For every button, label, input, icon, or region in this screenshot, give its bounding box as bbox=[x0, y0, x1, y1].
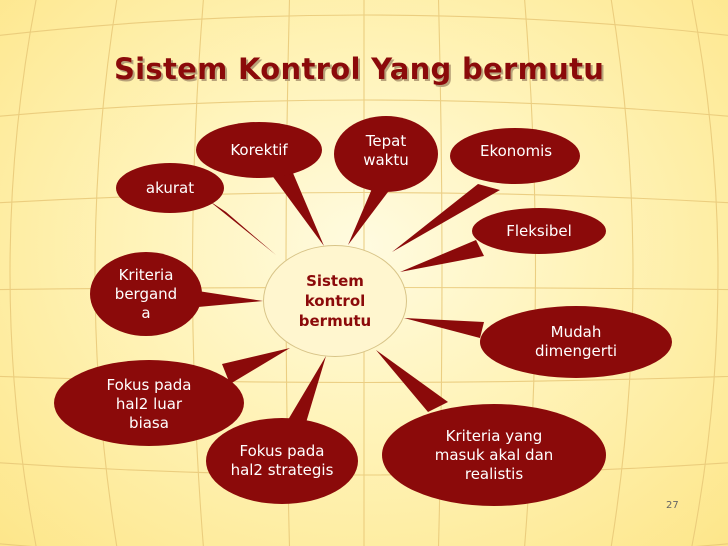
bubble-korektif: Korektif bbox=[196, 122, 322, 178]
callout-fokus-strategis bbox=[282, 356, 326, 436]
bubble-fleksibel: Fleksibel bbox=[472, 208, 606, 254]
bubble-label: Fleksibel bbox=[506, 221, 572, 240]
bubble-tepat-waktu: Tepat waktu bbox=[334, 116, 438, 192]
callout-kriteria-berganda bbox=[198, 291, 263, 307]
callout-kriteria-masuk-akal bbox=[376, 350, 448, 412]
bubble-fokus-strategis: Fokus pada hal2 strategis bbox=[206, 418, 358, 504]
page-number: 27 bbox=[666, 500, 679, 511]
bubble-label: Kriteria berganda bbox=[114, 265, 178, 322]
callout-fokus-luar-biasa bbox=[222, 348, 290, 384]
callout-akurat bbox=[208, 200, 276, 255]
callout-korektif bbox=[268, 166, 324, 246]
bubble-mudah-dimengerti: Mudah dimengerti bbox=[480, 306, 672, 378]
bubble-label: akurat bbox=[145, 178, 195, 197]
bubble-kriteria-masuk-akal: Kriteria yang masuk akal dan realistis bbox=[382, 404, 606, 506]
bubble-label: Fokus pada hal2 strategis bbox=[230, 442, 334, 479]
bubble-label: Kriteria yang masuk akal dan realistis bbox=[434, 426, 554, 483]
bubble-label: Ekonomis bbox=[480, 142, 553, 160]
bubble-akurat: akurat bbox=[116, 163, 224, 213]
bubble-label: Korektif bbox=[230, 140, 288, 159]
bubble-ekonomis: Ekonomis bbox=[450, 128, 580, 184]
bubble-fokus-luar-biasa: Fokus pada hal2 luar biasa bbox=[54, 360, 244, 446]
bubble-label: Fokus pada hal2 luar biasa bbox=[106, 376, 192, 432]
callout-tepat-waktu bbox=[348, 184, 394, 245]
slide-title: Sistem Kontrol Yang bermutu bbox=[114, 52, 605, 86]
bubble-kriteria-berganda: Kriteria berganda bbox=[90, 252, 202, 336]
bubble-label: Mudah dimengerti bbox=[534, 323, 617, 360]
callout-fleksibel bbox=[400, 240, 484, 272]
callout-mudah-dimengerti bbox=[404, 318, 484, 338]
center-node: Sistem kontrol bermutu bbox=[263, 245, 407, 357]
center-label: Sistem kontrol bermutu bbox=[298, 272, 372, 330]
bubble-label: Tepat waktu bbox=[363, 132, 409, 169]
callout-ekonomis bbox=[392, 184, 500, 252]
